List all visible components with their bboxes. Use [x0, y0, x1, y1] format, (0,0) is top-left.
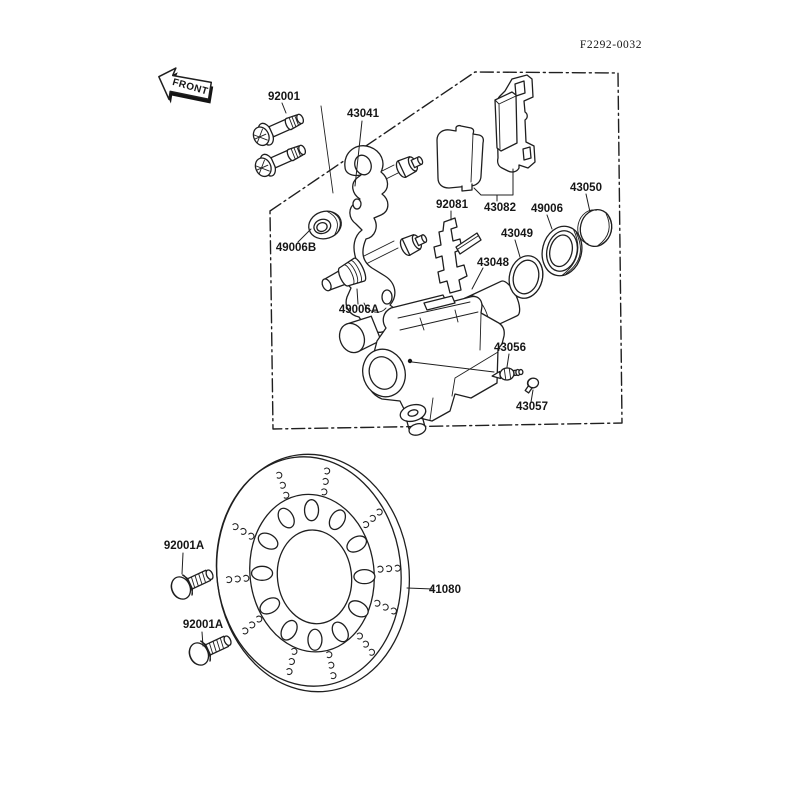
disc-drill-hole [382, 603, 389, 611]
disc-drill-hole [385, 565, 393, 573]
disc-drill-holes [225, 467, 401, 680]
pin-boot-b-49006b [308, 210, 342, 240]
bolt-alignment-line [320, 105, 334, 194]
disc-drill-hole [328, 661, 335, 669]
bleed-port-dot [407, 358, 413, 364]
part-label-49006: 49006 [531, 203, 563, 215]
caliper-body [338, 294, 505, 436]
part-label-43050: 43050 [570, 182, 602, 194]
disc-drill-hole [248, 532, 255, 540]
disc-drill-hole [326, 651, 333, 659]
disc-bolt-holes [250, 499, 376, 651]
disc-bolt-hole [348, 600, 369, 618]
disc-bolt-hole [259, 597, 281, 615]
leader-lines [181, 102, 591, 647]
disc-drill-hole [322, 477, 329, 485]
assembly-boundary-outline [269, 71, 623, 430]
bleed-valve-cap-43057 [524, 377, 540, 394]
disc-drill-hole [330, 672, 337, 680]
caliper-bracket-43041 [343, 145, 431, 333]
front-direction-arrow: FRONT [158, 67, 214, 104]
dust-cap-43050 [577, 209, 613, 247]
lower-slide-pin [397, 228, 431, 258]
pad-spring-clip-92081 [433, 217, 482, 294]
part-label-43056: 43056 [494, 342, 526, 354]
part-label-43048: 43048 [477, 257, 510, 269]
disc-bolt-hole [303, 499, 320, 522]
disc-drill-hole [225, 576, 233, 584]
disc-bolt-hole [353, 569, 376, 585]
outer-pad [494, 91, 518, 152]
disc-bolt-hole [331, 621, 349, 643]
inner-pad [436, 124, 485, 189]
disc-drill-hole [286, 668, 293, 676]
disc-drill-hole [232, 523, 239, 531]
disc-hub-ring [249, 493, 375, 653]
disc-drill-hole [321, 488, 328, 496]
disc-drill-hole [242, 627, 249, 635]
part-label-43049: 43049 [501, 228, 533, 240]
disc-bolt-hole [277, 507, 295, 529]
disc-drill-hole [240, 527, 247, 535]
disc-drill-hole [376, 508, 383, 516]
front-arrow-icon [158, 67, 213, 101]
disc-drill-hole [390, 607, 397, 615]
disc-drill-hole [249, 621, 256, 629]
disc-drill-hole [362, 640, 369, 648]
brake-pad-set-43082 [436, 74, 536, 192]
disc-drill-hole [374, 599, 381, 607]
disc-bolt-hole [346, 535, 368, 553]
dust-seal-49006 [541, 225, 583, 277]
disc-drill-hole [394, 564, 401, 572]
disc-center-hole [276, 529, 353, 625]
part-label-49006b: 49006B [276, 242, 316, 254]
disc-bolt-hole [280, 619, 298, 641]
upper-slide-pin [393, 150, 427, 180]
disc-drill-hole [243, 574, 250, 582]
part-label-92001a-lower: 92001A [183, 619, 223, 631]
disc-drill-hole [368, 648, 376, 656]
disc-bolt-1 [166, 562, 218, 604]
part-label-41080: 41080 [429, 584, 461, 596]
part-label-92001: 92001 [268, 91, 301, 103]
part-label-43057: 43057 [516, 401, 548, 413]
disc-drill-hole [356, 632, 363, 640]
disc-drill-hole [276, 471, 283, 479]
part-label-43082: 43082 [484, 202, 516, 214]
disc-bolt-hole [250, 565, 274, 581]
pin-boot-a-49006a [321, 257, 367, 292]
disc-drill-hole [283, 491, 290, 499]
disc-drill-hole [291, 647, 298, 655]
part-label-43041: 43041 [347, 108, 380, 120]
bleed-valve-axis-line [411, 361, 495, 373]
disc-bolt-hole [257, 532, 279, 550]
disc-drill-hole [256, 615, 263, 623]
mount-bolt-1 [249, 106, 309, 151]
brake-disc-41080 [215, 453, 411, 693]
part-label-92081: 92081 [436, 199, 469, 211]
disc-drill-hole [234, 575, 241, 583]
bleed-valve-43056 [491, 367, 524, 381]
disc-drill-hole [288, 657, 295, 665]
part-label-92001a-upper: 92001A [164, 540, 204, 552]
disc-bolt-hole [307, 628, 323, 651]
disc-bolt-hole [328, 509, 347, 531]
figure-code: F2292-0032 [580, 39, 642, 51]
part-label-49006a: 49006A [339, 304, 379, 316]
disc-bolt-2 [184, 628, 236, 670]
disc-drill-hole [279, 481, 286, 489]
piston-seal-43049 [508, 255, 544, 299]
disc-drill-hole [377, 565, 384, 573]
disc-drill-hole [362, 521, 370, 529]
disc-drill-hole [323, 467, 331, 475]
disc-drill-hole [369, 514, 376, 522]
